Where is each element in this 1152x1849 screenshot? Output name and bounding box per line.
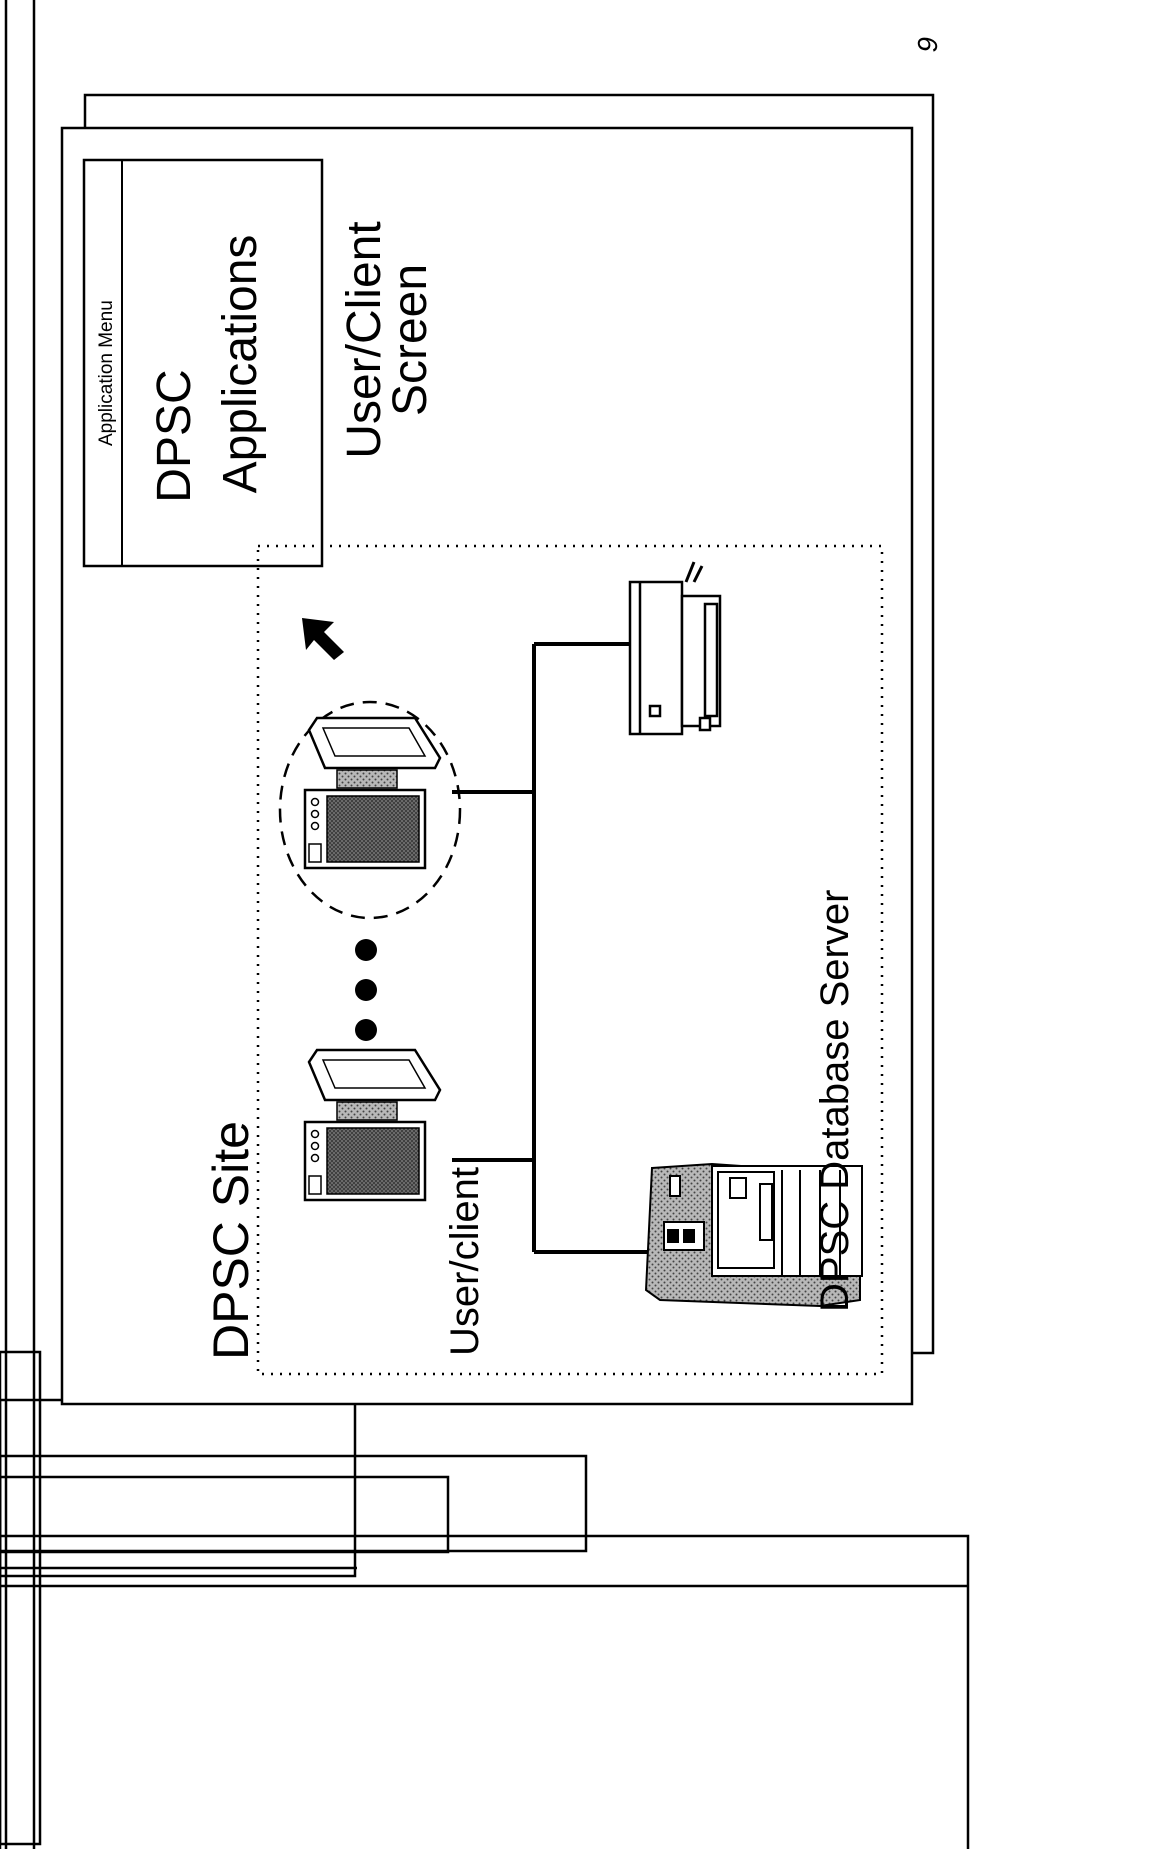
page-frame-lines — [0, 0, 970, 1849]
user-client-label: User/client — [443, 1167, 487, 1356]
client-screen-mock: Application Menu DPSC Applications — [82, 158, 324, 568]
client-screen-caption-line2: Screen — [384, 264, 437, 416]
selected-client-highlight — [278, 700, 462, 920]
workstation-icon — [303, 1048, 442, 1202]
printer-icon — [628, 561, 722, 736]
client-screen-caption-line1: User/Client — [338, 221, 391, 458]
dpsc-site-title: DPSC Site — [203, 1121, 259, 1360]
dpsc-apps-title-line2: Applications — [214, 235, 267, 494]
application-menu-header: Application Menu — [96, 300, 117, 446]
database-server-icon — [644, 1162, 863, 1308]
arrow-up-left-icon — [302, 618, 344, 660]
network-lines — [452, 642, 648, 1254]
dpsc-apps-title-line1: DPSC — [148, 369, 201, 502]
dpsc-site-boundary — [256, 544, 884, 1376]
ellipsis-dots-icon — [355, 939, 377, 1041]
page-number: 6 — [912, 36, 943, 52]
database-server-label: DPSC Database Server — [813, 890, 857, 1312]
workstation-icon — [303, 716, 442, 870]
